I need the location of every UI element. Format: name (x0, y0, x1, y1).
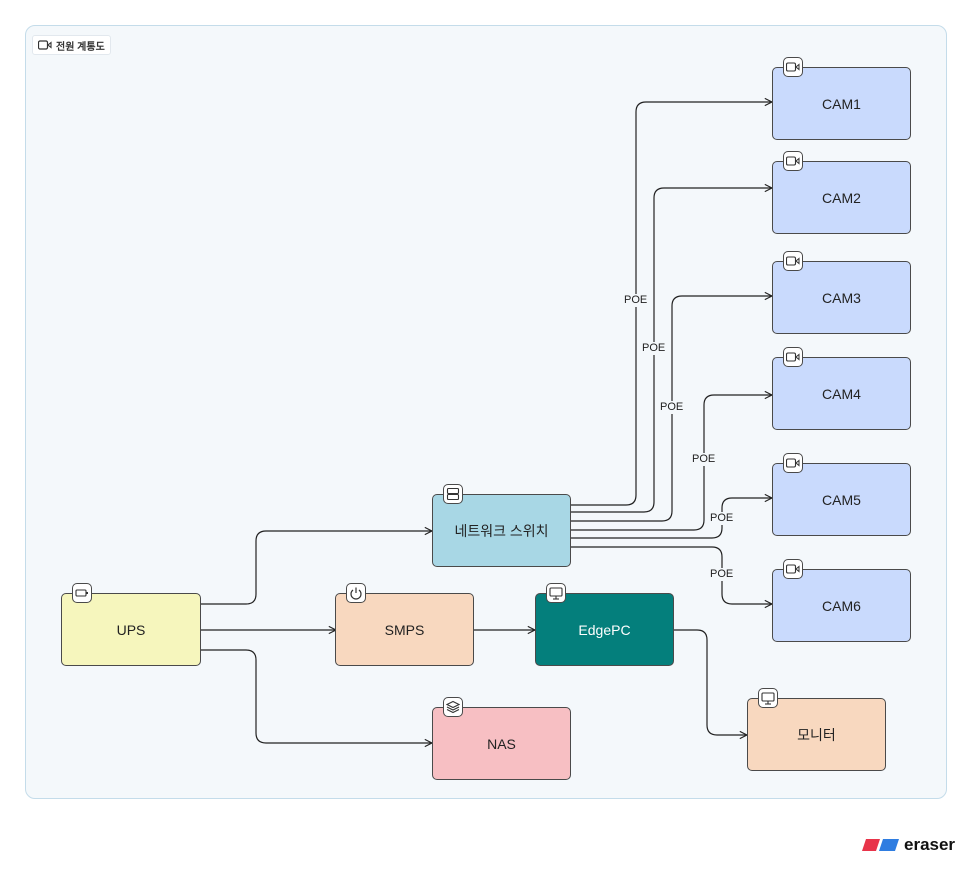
node-smps[interactable]: SMPS (335, 583, 474, 666)
node-label: CAM3 (822, 289, 861, 306)
camera-icon (783, 251, 803, 271)
edge-label-cam5: POE (708, 512, 736, 525)
node-label: CAM1 (822, 95, 861, 112)
camera-icon (783, 151, 803, 171)
node-label: NAS (487, 735, 516, 752)
edge-label-cam3: POE (658, 401, 686, 414)
node-nas[interactable]: NAS (432, 697, 571, 780)
power-icon (346, 583, 366, 603)
node-label: SMPS (384, 621, 425, 638)
camera-icon (783, 559, 803, 579)
node-monitor[interactable]: 모니터 (747, 688, 886, 771)
node-switch[interactable]: 네트워크 스위치 (432, 484, 571, 567)
eraser-logo-icon (862, 839, 899, 851)
edge-ups-nas (201, 649, 432, 743)
node-cam2[interactable]: CAM2 (772, 151, 911, 234)
edge-edgepc-monitor (673, 629, 747, 735)
node-cam5[interactable]: CAM5 (772, 453, 911, 536)
group-label: 전원 계통도 (32, 35, 111, 55)
eraser-logo[interactable]: eraser (862, 835, 955, 855)
camera-icon (783, 57, 803, 77)
monitor-icon (546, 583, 566, 603)
camera-icon (38, 40, 52, 50)
node-cam3[interactable]: CAM3 (772, 251, 911, 334)
node-label: CAM5 (822, 491, 861, 508)
node-ups[interactable]: UPS (61, 583, 201, 666)
node-label: EdgePC (578, 621, 631, 638)
node-label: CAM4 (822, 385, 861, 402)
edge-label-cam4: POE (690, 453, 718, 466)
node-label: UPS (116, 621, 146, 638)
node-label: CAM6 (822, 597, 861, 614)
edge-label-cam2: POE (640, 342, 668, 355)
node-label: 네트워크 스위치 (454, 522, 549, 539)
edge-label-cam6: POE (708, 568, 736, 581)
node-label: 모니터 (797, 726, 836, 743)
node-label: CAM2 (822, 189, 861, 206)
node-cam4[interactable]: CAM4 (772, 347, 911, 430)
group-label-text: 전원 계통도 (56, 41, 105, 53)
camera-icon (783, 347, 803, 367)
node-edgepc[interactable]: EdgePC (535, 583, 674, 666)
battery-icon (72, 583, 92, 603)
server-icon (443, 484, 463, 504)
eraser-logo-text: eraser (904, 835, 956, 854)
edge-ups-switch (201, 531, 432, 605)
edge-label-cam1: POE (622, 294, 650, 307)
monitor-icon (758, 688, 778, 708)
camera-icon (783, 453, 803, 473)
node-cam1[interactable]: CAM1 (772, 57, 911, 140)
layers-icon (443, 697, 463, 717)
node-cam6[interactable]: CAM6 (772, 559, 911, 642)
